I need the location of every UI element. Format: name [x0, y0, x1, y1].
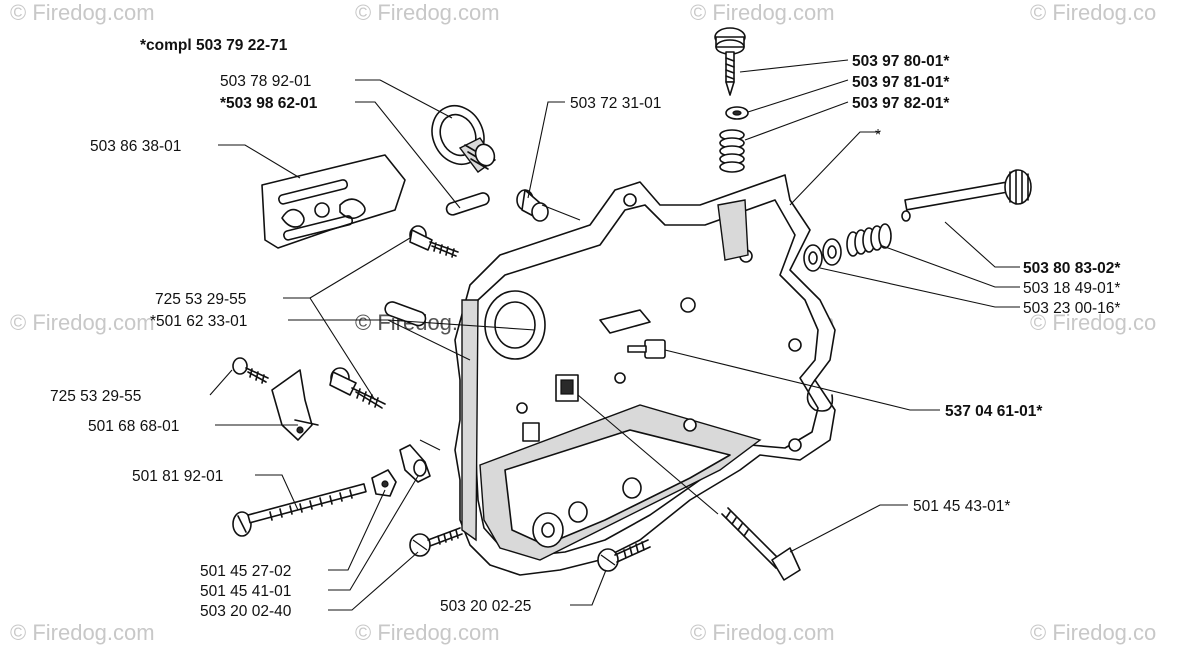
shaft-washers [803, 238, 842, 272]
bar-plate [261, 154, 406, 249]
housing-window-inner [560, 379, 574, 395]
label-725-53-29-55-b: 725 53 29-55 [50, 388, 141, 405]
clip [271, 369, 319, 441]
bolt-lower [232, 357, 269, 384]
housing-hole [614, 372, 626, 384]
housing-pump-column [717, 199, 749, 261]
watermark: © Firedog.com [10, 310, 155, 335]
watermark: © Firedog.com [690, 0, 835, 25]
watermark: © Firedog.com [10, 0, 155, 25]
washer [725, 106, 749, 120]
watermark: © Firedog.com [10, 620, 155, 645]
label-503-98-62-01: *503 98 62-01 [220, 95, 318, 112]
watermark: © Firedog.com [355, 620, 500, 645]
label-503-80-83-02: 503 80 83-02* [1023, 260, 1121, 277]
housing-boss [532, 512, 564, 548]
label-501-45-43-01: 501 45 43-01* [913, 498, 1010, 515]
housing-boss [568, 501, 588, 523]
label-501-62-33-01: *501 62 33-01 [150, 313, 247, 330]
label-503-18-49-01: 503 18 49-01* [1023, 280, 1120, 297]
housing-hole [680, 297, 696, 313]
housing-hole [788, 438, 802, 452]
label-503-20-02-25: 503 20 02-25 [440, 598, 531, 615]
housing-boss-hole [541, 522, 555, 538]
compl-label: *compl 503 79 22-71 [140, 37, 288, 54]
label-503-97-81-01: 503 97 81-01* [852, 74, 950, 91]
label-501-81-92-01: 501 81 92-01 [132, 468, 223, 485]
screw-25 [597, 539, 651, 572]
housing-boss [622, 477, 642, 499]
housing-assembly [454, 174, 836, 576]
housing-bore-inner [494, 301, 536, 349]
label-537-04-61-01: 537 04 61-01* [945, 403, 1043, 420]
housing-hole [623, 193, 637, 207]
label-501-68-68-01: 501 68 68-01 [88, 418, 179, 435]
adjust-screw [714, 27, 746, 96]
label-503-23-00-16: 503 23 00-16* [1023, 300, 1120, 317]
watermark: © Firedog.com [690, 620, 835, 645]
watermark: © Firedog.co [1030, 310, 1156, 335]
housing-cutout [806, 379, 834, 412]
watermark: © Firedog.com [355, 0, 500, 25]
bolt-mid [329, 367, 386, 409]
watermark: © Firedog.co [1030, 0, 1156, 25]
sleeve [516, 189, 549, 222]
leader-lines [209, 59, 1020, 611]
housing-hole [516, 402, 528, 414]
label-503-86-38-01: 503 86 38-01 [90, 138, 181, 155]
pump-spring [719, 129, 745, 173]
screw-40 [409, 527, 463, 557]
watermark: © Firedog.co [1030, 620, 1156, 645]
label-503-72-31-01: 503 72 31-01 [570, 95, 661, 112]
label-725-53-29-55-a: 725 53 29-55 [155, 291, 246, 308]
housing-window [522, 422, 540, 442]
label-503-78-92-01: 503 78 92-01 [220, 73, 311, 90]
housing-hole [788, 338, 802, 352]
label-501-45-41-01: 501 45 41-01 [200, 583, 291, 600]
worm-spring [846, 223, 892, 257]
housing-left-rib [461, 299, 479, 542]
housing-hole [683, 418, 697, 432]
worm-shaft [901, 169, 1032, 222]
tension-nut [371, 469, 397, 497]
housing-slot [599, 309, 651, 334]
housing-rim [471, 199, 819, 557]
tension-pin [399, 444, 431, 483]
housing-tray-floor [504, 429, 731, 546]
label-503-97-80-01: 503 97 80-01* [852, 53, 950, 70]
long-bolt [721, 507, 801, 581]
oil-fitting [627, 339, 666, 359]
bolt-upper [409, 225, 459, 258]
label-503-20-02-40: 503 20 02-40 [200, 603, 292, 620]
guide-pin [384, 301, 427, 327]
labels: *compl 503 79 22-71 503 78 92-01 *503 98… [50, 37, 1121, 620]
label-star: * [875, 127, 881, 144]
tension-screw [232, 483, 367, 537]
housing-bore [484, 290, 546, 360]
label-501-45-27-02: 501 45 27-02 [200, 563, 291, 580]
pin [445, 192, 490, 216]
label-503-97-82-01: 503 97 82-01* [852, 95, 950, 112]
